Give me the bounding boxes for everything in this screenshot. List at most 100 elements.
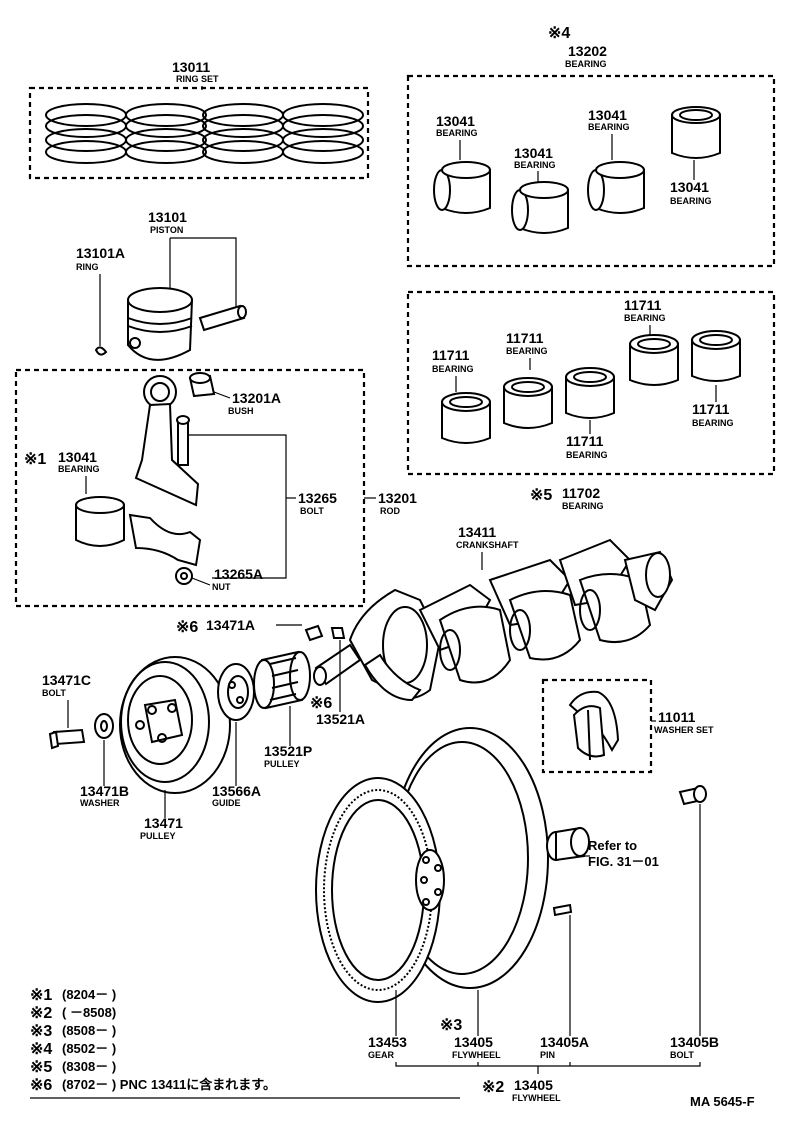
main-bearing-5-name: BEARING [692, 418, 734, 428]
crankshaft-pn: 13411 [458, 524, 496, 540]
main-bearing-3-name: BEARING [432, 364, 474, 374]
rod-bearing-mark: ※1 [24, 451, 46, 468]
washer-set-name: WASHER SET [654, 725, 714, 735]
main-bearing-3-pn: 11711 [432, 347, 470, 363]
main-bearing-2-pn: 11711 [506, 330, 544, 346]
main-bearing-shells-drawing [441, 330, 741, 444]
flywheel-name: FLYWHEEL [452, 1050, 501, 1060]
bearing-upper-1-pn: 13041 [436, 113, 475, 129]
bolt-pulley-name: BOLT [42, 688, 66, 698]
legend-2-text: ( －8508) [62, 1005, 116, 1020]
thrust-washer-drawing [568, 690, 620, 761]
ring-name: RING [76, 262, 99, 272]
key-mark: ※6 [176, 619, 198, 636]
legend-6-text: (8702－ ) PNC 13411に含まれます。 [62, 1077, 276, 1092]
pin-name: PIN [540, 1050, 555, 1060]
legend-4-text: (8502－ ) [62, 1041, 116, 1056]
flywheel-group: Refer to FIG. 31－01 13453 GEAR ※3 13405 … [315, 727, 719, 1103]
rod-box [14, 368, 366, 608]
legend-6-mark: ※6 [30, 1077, 52, 1094]
main-bearing-4-name: BEARING [566, 450, 608, 460]
washer-set-pn: 11011 [658, 709, 696, 725]
nut-pn: 13265A [214, 566, 263, 582]
key2-mark: ※6 [310, 695, 332, 712]
main-bearing-1-pn: 11711 [624, 297, 662, 313]
legend-5-mark: ※5 [30, 1059, 52, 1076]
rod-name: ROD [380, 506, 401, 516]
piston-group: 13101 PISTON 13101A RING [76, 209, 247, 361]
flywheel-mark: ※3 [440, 1017, 462, 1034]
guide-pn: 13566A [212, 783, 261, 799]
legend: ※1 (8204－ ) ※2 ( －8508) ※3 (8508－ ) ※4 (… [30, 987, 460, 1099]
refer-line2: FIG. 31－01 [588, 854, 659, 869]
timing-pulley-pn: 13521P [264, 743, 312, 759]
legend-5-text: (8308－ ) [62, 1059, 116, 1074]
ring-set-name: RING SET [176, 74, 219, 84]
flywheel-set-name: FLYWHEEL [512, 1093, 561, 1103]
legend-2-mark: ※2 [30, 1005, 52, 1022]
timing-pulley-name: PULLEY [264, 759, 300, 769]
crank-pulley-drawing [119, 656, 231, 794]
washer-pn: 13471B [80, 783, 129, 799]
crankshaft-group: 13411 CRANKSHAFT [313, 524, 674, 702]
piston-drawing [94, 287, 247, 361]
rod-bearing-pn: 13041 [58, 449, 97, 465]
piston-name: PISTON [150, 225, 183, 235]
rod-drawing [75, 372, 216, 585]
key-group: ※6 13471A ※6 13521A [176, 617, 365, 727]
bolt-flywheel-pn: 13405B [670, 1034, 719, 1050]
washer-set-box [541, 678, 653, 774]
bearing-upper-2-name: BEARING [514, 160, 556, 170]
bush-pn: 13201A [232, 390, 281, 406]
main-bearing-box [406, 290, 776, 476]
main-bearing-1-name: BEARING [624, 313, 666, 323]
crankshaft-name: CRANKSHAFT [456, 540, 519, 550]
legend-1-text: (8204－ ) [62, 987, 116, 1002]
flywheel-set-pn: 13405 [514, 1077, 553, 1093]
flywheel-pn: 13405 [454, 1034, 493, 1050]
main-bearing-set-name: BEARING [562, 501, 604, 511]
bearing-upper-4-pn: 13041 [670, 179, 709, 195]
bearing-set-upper-name: BEARING [565, 59, 607, 69]
bearing-set-upper-group: ※4 13202 BEARING 13041 BEARING 13041 BEA… [406, 25, 776, 268]
legend-3-text: (8508－ ) [62, 1023, 116, 1038]
gear-pn: 13453 [368, 1034, 407, 1050]
crankshaft-drawing [313, 538, 674, 702]
bearing-set-upper-mark: ※4 [548, 25, 570, 42]
bolt-flywheel-name: BOLT [670, 1050, 694, 1060]
upper-bearing-shells-drawing [433, 106, 721, 234]
bearing-upper-2-pn: 13041 [514, 145, 553, 161]
main-bearing-set-mark: ※5 [530, 487, 552, 504]
figure-code: MA 5645-F [690, 1094, 755, 1109]
timing-pulley-drawing [253, 650, 311, 710]
pulley-group: 13471C BOLT 13471B WASHER 13471 PULLEY [42, 650, 312, 841]
piston-rings-drawing [45, 103, 364, 164]
bolt-pulley-pn: 13471C [42, 672, 91, 688]
gear-name: GEAR [368, 1050, 395, 1060]
bearing-upper-3-name: BEARING [588, 122, 630, 132]
flywheel-set-mark: ※2 [482, 1079, 504, 1096]
rod-bearing-name: BEARING [58, 464, 100, 474]
piston-pn: 13101 [148, 209, 187, 225]
rod-pn: 13201 [378, 490, 417, 506]
pulley-pn: 13471 [144, 815, 183, 831]
pulley-name: PULLEY [140, 831, 176, 841]
key-pn: 13471A [206, 617, 255, 633]
flywheel-drawing [315, 727, 549, 1003]
bearing-upper-4-name: BEARING [670, 196, 712, 206]
guide-name: GUIDE [212, 798, 241, 808]
bearing-upper-1-name: BEARING [436, 128, 478, 138]
bearing-set-upper-pn: 13202 [568, 43, 607, 59]
main-bearing-set-pn: 11702 [562, 485, 600, 501]
bearing-set-upper-box [406, 74, 776, 268]
nut-name: NUT [212, 582, 231, 592]
guide-drawing [217, 663, 255, 721]
ring-set-pn: 13011 [172, 59, 210, 75]
main-bearing-group: 11711 BEARING 11711 BEARING 11711 BEARIN… [406, 290, 776, 511]
ring-pn: 13101A [76, 245, 125, 261]
legend-3-mark: ※3 [30, 1023, 52, 1040]
bolt-rod-name: BOLT [300, 506, 324, 516]
ring-set-box [28, 86, 370, 180]
ring-set-group: 13011 RING SET [28, 59, 370, 180]
